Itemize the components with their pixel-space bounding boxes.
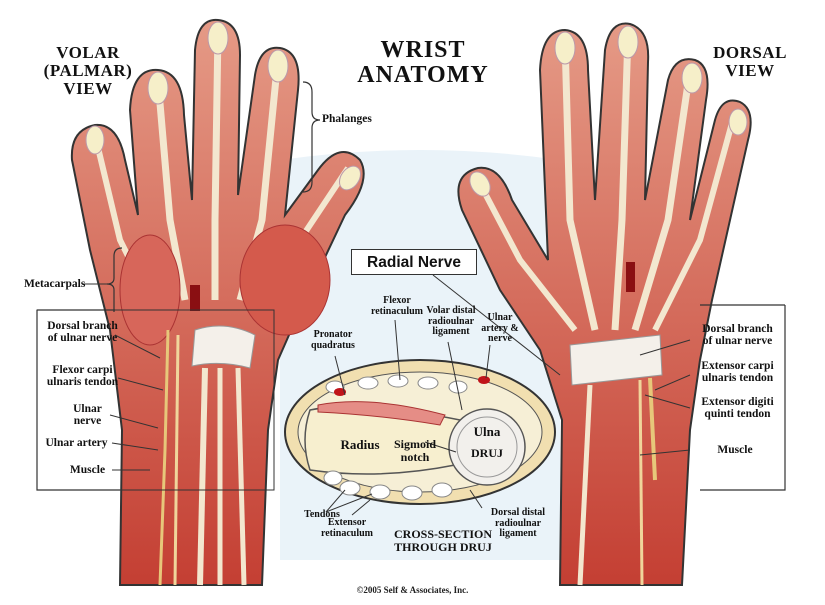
leader-lines [84, 274, 691, 516]
label-druj: DRUJ [471, 446, 503, 460]
label-ulnar-artery: Ulnar artery [45, 437, 108, 449]
copyright-credit: ©2005 Self & Associates, Inc. [356, 585, 469, 595]
dorsal-hand [457, 22, 752, 586]
radial-nerve-callout: Radial Nerve [351, 249, 477, 275]
label-metacarpals: Metacarpals [24, 278, 86, 290]
label-muscle-right: Muscle [717, 444, 753, 456]
label-tendons: Tendons [304, 509, 340, 520]
volar-hand [70, 18, 365, 586]
label-phalanges: Phalanges [322, 113, 372, 125]
label-muscle-left: Muscle [69, 464, 106, 476]
label-ulna: Ulna [473, 424, 501, 439]
label-radius: Radius [340, 437, 380, 452]
volar-view-heading: VOLAR(PALMAR)VIEW [43, 43, 133, 98]
cross-section [284, 359, 556, 505]
